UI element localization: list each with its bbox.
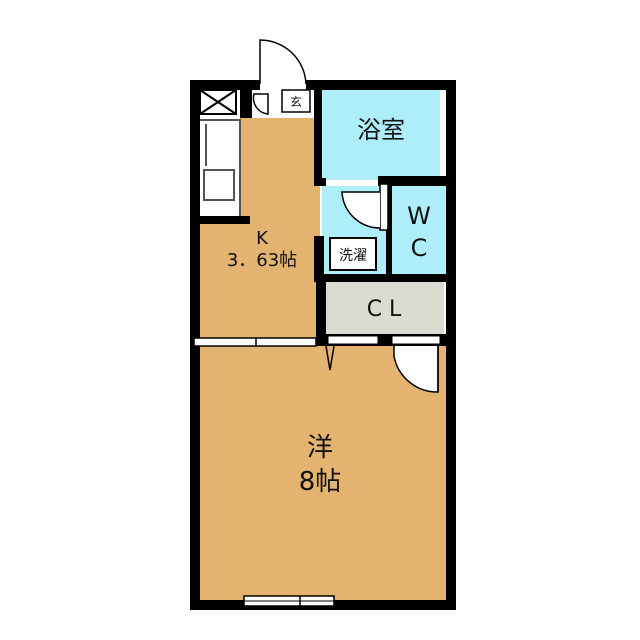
wall-closet-top: [314, 274, 454, 282]
kitchen-label-size: 3．63帖: [227, 250, 297, 271]
wc-label-w: W: [407, 202, 431, 230]
western-label-type: 洋: [307, 433, 333, 463]
wall-closet-left: [316, 274, 326, 346]
western-door-swing: [393, 346, 439, 393]
wall-bath-bottom-left: [314, 178, 326, 186]
wall-kitchen-shelf: [198, 216, 250, 224]
shoe-box-x2: [199, 89, 237, 115]
entrance-box: [281, 89, 311, 113]
bath-floor: [322, 88, 440, 180]
wall-left-lower: [190, 222, 200, 608]
closet-label: C L: [367, 297, 402, 322]
wall-left-upper: [190, 80, 200, 222]
closet-door-swing: [325, 345, 335, 371]
western-label-size: 8帖: [299, 467, 342, 497]
western-door-opening: [391, 335, 441, 345]
bath-label: 浴室: [357, 116, 405, 144]
sliding-door-kitchen: [193, 337, 317, 347]
laundry-box: [329, 237, 377, 271]
entrance-label: 玄: [290, 94, 302, 109]
wall-wc-left: [386, 186, 392, 274]
entrance-inner-swing: [252, 93, 269, 115]
washroom-door-swing: [341, 191, 381, 229]
kitchen-sink: [203, 169, 235, 201]
wc-door-frame: [379, 183, 389, 231]
closet-floor: [326, 282, 444, 334]
wall-bath-bottom-right: [378, 176, 454, 186]
closet-door-opening: [327, 335, 379, 345]
western-room-floor: [192, 346, 446, 600]
wall-laundry-left: [314, 236, 324, 276]
laundry-label: 洗濯: [339, 248, 367, 264]
wall-bath-left: [314, 88, 322, 182]
entrance-door-swing: [259, 39, 307, 85]
kitchen-label-k: K: [256, 228, 269, 249]
kitchen-floor-upper: [240, 118, 320, 222]
wall-top-left: [190, 80, 260, 90]
wc-floor: [392, 186, 448, 274]
wall-top-right: [306, 80, 454, 90]
kitchen-floor: [200, 222, 320, 346]
wc-label-c: C: [411, 234, 428, 262]
wall-entrance-div: [240, 88, 252, 118]
